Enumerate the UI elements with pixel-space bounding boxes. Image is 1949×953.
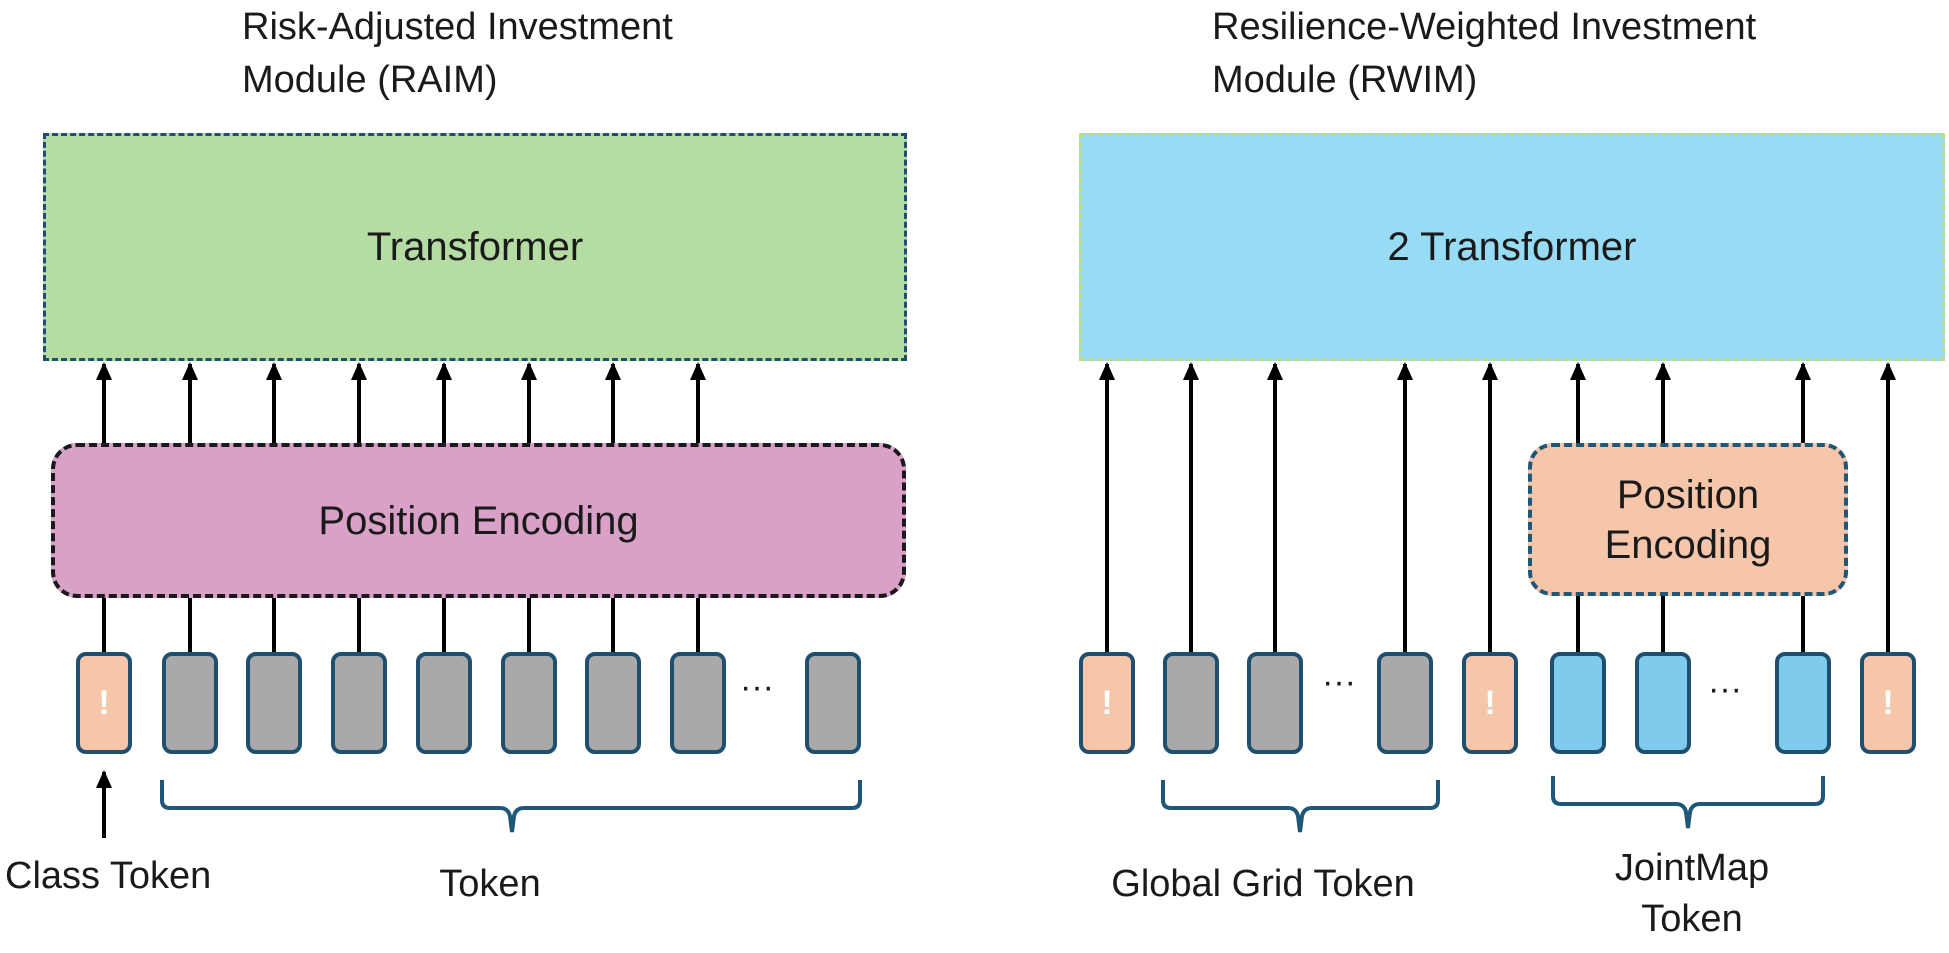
rwim-end-token: ! xyxy=(1860,652,1916,754)
raim-token xyxy=(331,652,387,754)
rwim-transformer-label: 2 Transformer xyxy=(1387,225,1637,269)
rwim-encoding-label-line1: Position xyxy=(1616,472,1760,517)
jointmap-ellipsis: ··· xyxy=(1708,670,1742,708)
raim-transformer-block: Transformer xyxy=(43,133,907,361)
jointmap-token xyxy=(1775,652,1831,754)
right-token-to-transformer-arrows xyxy=(1099,362,1896,654)
rwim-encoding-label-line2: Encoding xyxy=(1604,522,1772,567)
class-token-label: Class Token xyxy=(5,855,212,897)
alert-icon: ! xyxy=(1101,683,1113,722)
raim-class-token: ! xyxy=(76,652,132,754)
raim-transformer-label: Transformer xyxy=(366,225,584,269)
global-grid-token xyxy=(1377,652,1433,754)
left-token-brace xyxy=(160,780,862,833)
right-encoding-to-transformer-arrows xyxy=(1570,362,1811,446)
raim-title-line2: Module (RAIM) xyxy=(242,59,498,101)
alert-icon: ! xyxy=(1484,683,1496,722)
jointmap-token xyxy=(1635,652,1691,754)
jointmap-token-label-line2: Token xyxy=(1641,898,1743,940)
raim-token xyxy=(162,652,218,754)
global-grid-token-label: Global Grid Token xyxy=(1111,863,1415,905)
global-grid-ellipsis: ··· xyxy=(1322,663,1356,701)
raim-token xyxy=(416,652,472,754)
right-token-to-encoding-lines xyxy=(1576,595,1805,654)
rwim-transformer-block: 2 Transformer xyxy=(1079,133,1945,361)
raim-ellipsis: ··· xyxy=(740,668,774,706)
rwim-title-line2: Module (RWIM) xyxy=(1212,59,1478,101)
raim-title-line1: Risk-Adjusted Investment xyxy=(242,6,673,48)
jointmap-brace xyxy=(1551,776,1825,829)
global-grid-brace xyxy=(1161,780,1440,833)
raim-token xyxy=(670,652,726,754)
rwim-separator-token: ! xyxy=(1462,652,1518,754)
jointmap-token xyxy=(1550,652,1606,754)
raim-token xyxy=(246,652,302,754)
raim-token xyxy=(585,652,641,754)
global-grid-token xyxy=(1247,652,1303,754)
left-encoding-to-transformer-arrows xyxy=(96,362,706,446)
raim-token xyxy=(501,652,557,754)
rwim-title-line1: Resilience-Weighted Investment xyxy=(1212,6,1757,48)
left-token-to-encoding-lines xyxy=(102,595,700,654)
raim-position-encoding-block: Position Encoding xyxy=(51,443,906,598)
jointmap-token-label-line1: JointMap xyxy=(1614,847,1770,889)
global-grid-token xyxy=(1163,652,1219,754)
token-label: Token xyxy=(439,863,541,905)
rwim-position-encoding-block: Position Encoding xyxy=(1528,443,1848,596)
alert-icon: ! xyxy=(98,683,110,722)
raim-token xyxy=(805,652,861,754)
raim-encoding-label: Position Encoding xyxy=(318,498,639,543)
alert-icon: ! xyxy=(1882,683,1894,722)
rwim-class-token: ! xyxy=(1079,652,1135,754)
